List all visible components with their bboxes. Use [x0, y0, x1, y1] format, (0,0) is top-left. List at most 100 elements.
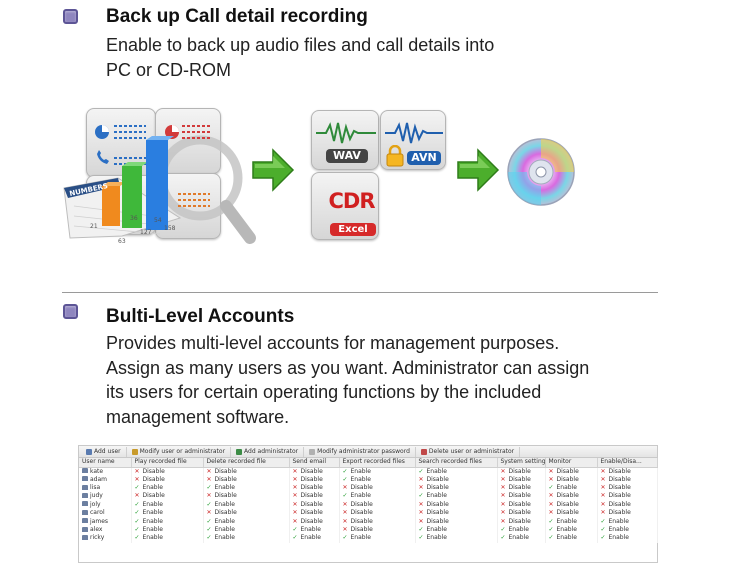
cross-icon: ✕: [600, 475, 606, 483]
permission-cell: ✓Enable: [415, 492, 498, 501]
permission-cell: ✓Enable: [289, 534, 340, 543]
permission-cell: ✓Enable: [597, 534, 658, 543]
table-row[interactable]: adam✕Disable✕Disable✕Disable✓Enable✕Disa…: [79, 475, 658, 484]
check-icon: ✓: [292, 526, 298, 534]
modify-user-button[interactable]: Modify user or administrator: [127, 446, 232, 457]
permission-cell: ✕Disable: [497, 483, 546, 493]
permission-cell: ✓Enable: [203, 500, 290, 510]
cross-icon: ✕: [600, 467, 606, 475]
cross-icon: ✕: [292, 475, 298, 483]
delete-user-button[interactable]: Delete user or administrator: [416, 446, 521, 457]
add-user-button[interactable]: Add user: [81, 446, 127, 457]
permission-cell: ✕Disable: [597, 492, 658, 501]
avn-badge: AVN: [407, 151, 441, 165]
cross-icon: ✕: [134, 475, 140, 483]
check-icon: ✓: [206, 534, 212, 542]
table-row[interactable]: ricky✓Enable✓Enable✓Enable✓Enable✓Enable…: [79, 534, 658, 543]
cross-icon: ✕: [292, 500, 298, 508]
check-icon: ✓: [548, 517, 554, 525]
permission-cell: ✓Enable: [203, 517, 290, 526]
section-heading-accounts: Bulti-Level Accounts: [106, 306, 295, 327]
check-icon: ✓: [500, 526, 506, 534]
table-row[interactable]: joly✓Enable✓Enable✕Disable✕Disable✕Disab…: [79, 500, 658, 510]
check-icon: ✓: [134, 526, 140, 534]
permission-cell: ✓Enable: [597, 517, 658, 526]
check-icon: ✓: [418, 534, 424, 542]
section-bullet-1: [63, 9, 78, 24]
permission-cell: ✕Disable: [415, 517, 498, 526]
permission-cell: ✕Disable: [415, 483, 498, 493]
table-row[interactable]: judy✕Disable✕Disable✕Disable✓Enable✓Enab…: [79, 492, 658, 501]
user-icon: [82, 476, 88, 482]
column-header[interactable]: Export recorded files: [339, 458, 416, 468]
user-name-cell: ricky: [79, 534, 132, 543]
column-header[interactable]: System setting: [497, 458, 546, 468]
permission-cell: ✕Disable: [497, 517, 546, 526]
column-header[interactable]: Send email: [289, 458, 340, 468]
table-row[interactable]: james✓Enable✓Enable✕Disable✕Disable✕Disa…: [79, 517, 658, 526]
user-icon: [82, 468, 88, 473]
cross-icon: ✕: [418, 475, 424, 483]
user-icon: [82, 501, 88, 507]
permission-cell: ✕Disable: [597, 509, 658, 518]
svg-text:158: 158: [164, 225, 176, 232]
waveform-icon: [316, 122, 376, 144]
check-icon: ✓: [548, 534, 554, 542]
permission-cell: ✕Disable: [289, 509, 340, 518]
check-icon: ✓: [206, 484, 212, 492]
cross-icon: ✕: [134, 467, 140, 475]
user-name-cell: carol: [79, 509, 132, 518]
cross-icon: ✕: [548, 500, 554, 508]
doc-tile-1: [86, 108, 156, 178]
modify-admin-password-button[interactable]: Modify administrator password: [304, 446, 416, 457]
table-row[interactable]: kate✕Disable✕Disable✕Disable✓Enable✓Enab…: [79, 467, 658, 476]
user-icon: [82, 518, 88, 524]
cross-icon: ✕: [500, 467, 506, 475]
column-header[interactable]: User name: [79, 458, 132, 468]
check-icon: ✓: [600, 526, 606, 534]
permission-cell: ✕Disable: [339, 525, 416, 535]
column-header[interactable]: Delete recorded file: [203, 458, 290, 468]
cdr-file-tile: CDR Excel: [311, 172, 379, 240]
cross-icon: ✕: [600, 484, 606, 492]
permission-cell: ✕Disable: [203, 509, 290, 518]
permission-cell: ✓Enable: [415, 534, 498, 543]
check-icon: ✓: [418, 492, 424, 500]
cross-icon: ✕: [600, 500, 606, 508]
table-row[interactable]: alex✓Enable✓Enable✓Enable✕Disable✓Enable…: [79, 525, 658, 535]
permission-cell: ✓Enable: [131, 483, 204, 493]
check-icon: ✓: [600, 517, 606, 525]
check-icon: ✓: [342, 467, 348, 475]
column-header[interactable]: Search recorded files: [415, 458, 498, 468]
cross-icon: ✕: [206, 492, 212, 500]
permission-cell: ✓Enable: [415, 467, 498, 476]
cross-icon: ✕: [206, 467, 212, 475]
column-header[interactable]: Play recorded file: [131, 458, 204, 468]
check-icon: ✓: [418, 526, 424, 534]
column-header[interactable]: Enable/Disa...: [597, 458, 658, 468]
table-row[interactable]: lisa✓Enable✓Enable✕Disable✕Disable✕Disab…: [79, 483, 658, 493]
permission-cell: ✕Disable: [497, 475, 546, 484]
cd-rom-icon: [507, 138, 575, 206]
cross-icon: ✕: [500, 500, 506, 508]
add-administrator-button[interactable]: Add administrator: [231, 446, 305, 457]
check-icon: ✓: [500, 534, 506, 542]
cross-icon: ✕: [292, 517, 298, 525]
user-icon: [82, 492, 88, 498]
lock-icon: [386, 145, 404, 167]
permission-cell: ✓Enable: [545, 517, 598, 526]
permission-cell: ✓Enable: [203, 534, 290, 543]
table-row[interactable]: carol✓Enable✕Disable✕Disable✕Disable✕Dis…: [79, 509, 658, 518]
permission-cell: ✓Enable: [131, 517, 204, 526]
cross-icon: ✕: [418, 500, 424, 508]
svg-text:63: 63: [118, 238, 126, 245]
svg-text:21: 21: [90, 223, 98, 230]
wav-badge: WAV: [326, 149, 368, 163]
check-icon: ✓: [548, 484, 554, 492]
check-icon: ✓: [134, 509, 140, 517]
permission-cell: ✕Disable: [339, 483, 416, 493]
user-icon: [82, 526, 88, 532]
cdr-label: CDR: [328, 189, 375, 213]
column-header[interactable]: Monitor: [545, 458, 598, 468]
permission-cell: ✕Disable: [131, 492, 204, 501]
